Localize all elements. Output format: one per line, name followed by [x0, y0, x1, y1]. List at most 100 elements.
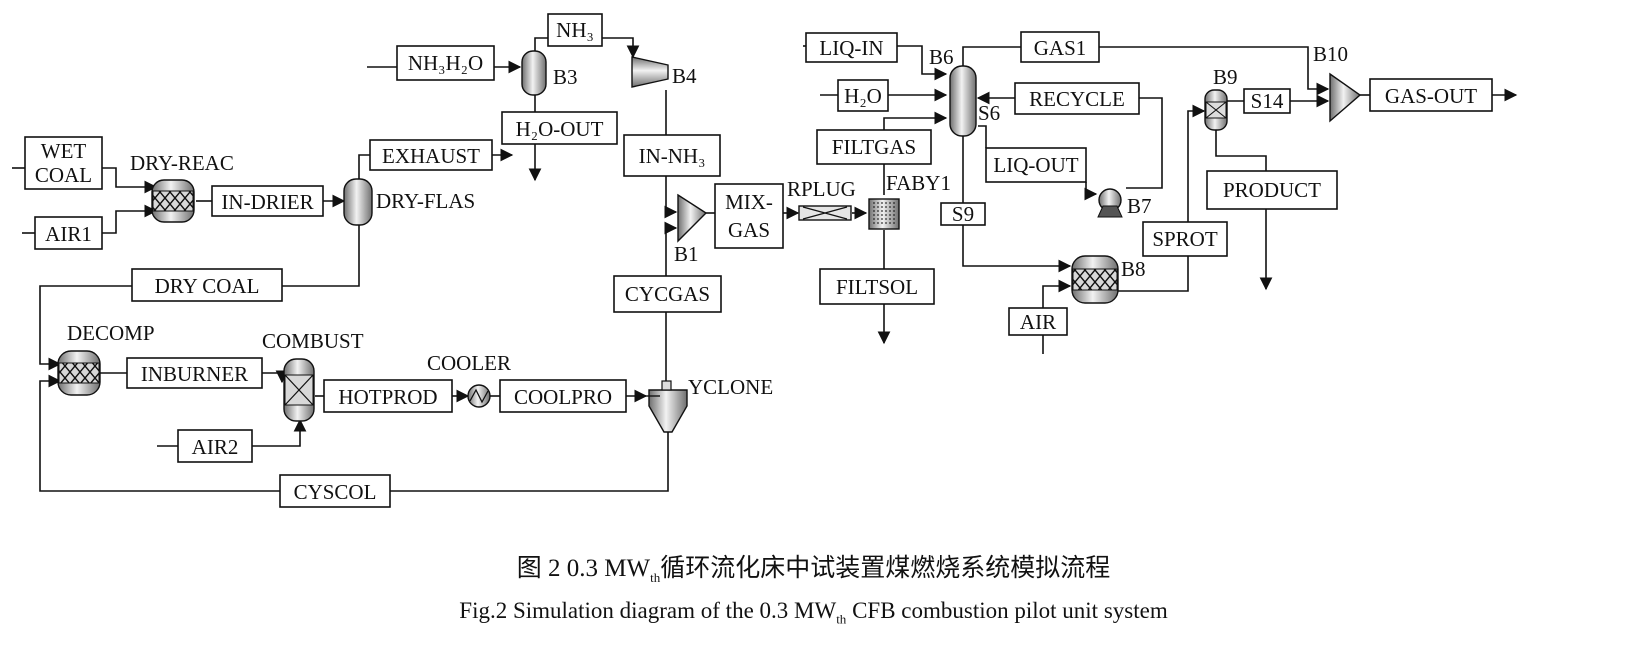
svg-text:SPROT: SPROT	[1152, 227, 1218, 251]
svg-text:H₂O-OUT: H₂O-OUT	[516, 117, 604, 141]
svg-text:S9: S9	[952, 202, 974, 226]
stream-nh3[interactable]: NH₃	[547, 13, 603, 47]
svg-text:COOLPRO: COOLPRO	[514, 385, 612, 409]
dry-flas-flash-drum[interactable]	[343, 178, 373, 226]
decomp-reactor[interactable]	[57, 350, 101, 396]
svg-text:COAL: COAL	[35, 163, 92, 187]
stream-cyscol[interactable]: CYSCOL	[279, 474, 391, 508]
label-yclone: YCLONE	[688, 375, 773, 399]
stream-cycgas[interactable]: CYCGAS	[613, 275, 722, 313]
stream-in-nh3[interactable]: IN-NH₃	[623, 134, 721, 177]
caption-cn-subscript: th	[650, 570, 661, 585]
svg-text:WET: WET	[41, 139, 87, 163]
svg-text:GAS-OUT: GAS-OUT	[1385, 84, 1477, 108]
label-b7: B7	[1127, 194, 1152, 218]
stream-nh3h2o[interactable]: NH₃H₂O	[396, 45, 495, 81]
svg-text:IN-DRIER: IN-DRIER	[221, 190, 313, 214]
svg-text:MIX-: MIX-	[725, 190, 773, 214]
svg-text:EXHAUST: EXHAUST	[382, 144, 480, 168]
svg-text:PRODUCT: PRODUCT	[1223, 178, 1321, 202]
stream-in-drier[interactable]: IN-DRIER	[211, 185, 324, 217]
caption-en-prefix: Fig.2 Simulation diagram of the 0.3 MW	[459, 598, 837, 623]
label-rplug: RPLUG	[787, 177, 856, 201]
svg-text:S14: S14	[1251, 89, 1284, 113]
svg-text:LIQ-OUT: LIQ-OUT	[993, 153, 1078, 177]
stream-filtgas[interactable]: FILTGAS	[816, 129, 932, 165]
svg-text:NH₃H₂O: NH₃H₂O	[408, 51, 483, 75]
label-b4: B4	[672, 64, 697, 88]
stream-mix-gas[interactable]: MIX- GAS	[714, 183, 784, 249]
rplug-reactor[interactable]	[798, 205, 852, 221]
caption-cn-prefix: 图 2 0.3 MW	[516, 555, 651, 582]
figure-caption-chinese: 图 2 0.3 MWth循环流化床中试装置煤燃烧系统模拟流程	[0, 548, 1627, 586]
stream-inburner[interactable]: INBURNER	[126, 357, 263, 389]
svg-text:INBURNER: INBURNER	[141, 362, 248, 386]
stream-coolpro[interactable]: COOLPRO	[499, 379, 627, 413]
caption-cn-rest: 循环流化床中试装置煤燃烧系统模拟流程	[660, 555, 1111, 582]
label-b6: B6	[929, 45, 954, 69]
stream-liq-out[interactable]: LIQ-OUT	[985, 147, 1087, 183]
stream-exhaust[interactable]: EXHAUST	[369, 139, 493, 171]
label-b9: B9	[1213, 65, 1238, 89]
process-flow-diagram: WET COAL AIR1 IN-DRIER EXHAUST DRY COAL …	[12, 13, 1518, 508]
stream-wet-coal[interactable]: WET COAL	[24, 136, 103, 190]
label-b3: B3	[553, 65, 578, 89]
b10-mixer[interactable]	[1329, 72, 1362, 123]
label-s6: S6	[978, 101, 1000, 125]
stream-lines	[12, 37, 1518, 492]
stream-s14[interactable]: S14	[1243, 88, 1291, 114]
label-dry-reac: DRY-REAC	[130, 151, 234, 175]
b3-vessel[interactable]	[521, 50, 547, 96]
label-faby1: FABY1	[886, 171, 951, 195]
stream-air[interactable]: AIR	[1008, 307, 1068, 336]
svg-text:AIR: AIR	[1020, 310, 1056, 334]
stream-h2o-out[interactable]: H₂O-OUT	[501, 111, 618, 145]
b6-column[interactable]	[949, 65, 977, 137]
caption-en-rest: CFB combustion pilot unit system	[846, 598, 1168, 623]
faby1-filter[interactable]	[868, 198, 900, 230]
svg-text:FILTGAS: FILTGAS	[832, 135, 916, 159]
stream-gas1[interactable]: GAS1	[1020, 31, 1100, 63]
svg-text:GAS: GAS	[728, 218, 770, 242]
dry-reac-reactor[interactable]	[151, 179, 195, 223]
stream-dry-coal[interactable]: DRY COAL	[131, 268, 283, 302]
stream-hotprod[interactable]: HOTPROD	[323, 379, 453, 413]
svg-text:FILTSOL: FILTSOL	[836, 275, 918, 299]
label-cooler: COOLER	[427, 351, 511, 375]
svg-text:H₂O: H₂O	[844, 84, 882, 108]
stream-gas-out[interactable]: GAS-OUT	[1369, 78, 1493, 112]
label-dry-flas: DRY-FLAS	[376, 189, 475, 213]
figure-caption-english: Fig.2 Simulation diagram of the 0.3 MWth…	[0, 598, 1627, 628]
stream-air1[interactable]: AIR1	[34, 216, 103, 250]
svg-text:HOTPROD: HOTPROD	[338, 385, 437, 409]
svg-text:IN-NH₃: IN-NH₃	[639, 144, 706, 168]
svg-text:LIQ-IN: LIQ-IN	[819, 36, 883, 60]
b8-reactor[interactable]	[1071, 255, 1119, 304]
combust-reactor[interactable]	[283, 358, 315, 422]
b4-compressor[interactable]	[631, 56, 669, 88]
svg-text:CYSCOL: CYSCOL	[294, 480, 377, 504]
yclone-cyclone[interactable]	[644, 380, 688, 433]
stream-liq-in[interactable]: LIQ-IN	[805, 32, 898, 63]
label-b1: B1	[674, 242, 699, 266]
stream-sprot[interactable]: SPROT	[1142, 221, 1228, 257]
svg-text:DRY COAL: DRY COAL	[155, 274, 260, 298]
b9-separator[interactable]	[1204, 89, 1228, 131]
caption-en-subscript: th	[836, 611, 847, 627]
stream-filtsol[interactable]: FILTSOL	[819, 268, 935, 305]
stream-product[interactable]: PRODUCT	[1206, 170, 1338, 210]
stream-labels: WET COAL AIR1 IN-DRIER EXHAUST DRY COAL …	[24, 13, 1493, 508]
equipment-blocks	[57, 50, 1362, 433]
cooler-heat-exchanger[interactable]	[467, 384, 491, 408]
stream-air2[interactable]: AIR2	[177, 429, 253, 463]
label-b8: B8	[1121, 257, 1146, 281]
svg-text:CYCGAS: CYCGAS	[625, 282, 710, 306]
label-decomp: DECOMP	[67, 321, 155, 345]
stream-h2o[interactable]: H₂O	[837, 79, 889, 112]
stream-recycle[interactable]: RECYCLE	[1014, 82, 1140, 115]
b7-pump[interactable]	[1097, 188, 1123, 218]
svg-text:RECYCLE: RECYCLE	[1029, 87, 1125, 111]
b1-mixer[interactable]	[677, 193, 708, 243]
svg-text:GAS1: GAS1	[1034, 36, 1087, 60]
stream-s9[interactable]: S9	[940, 202, 986, 226]
